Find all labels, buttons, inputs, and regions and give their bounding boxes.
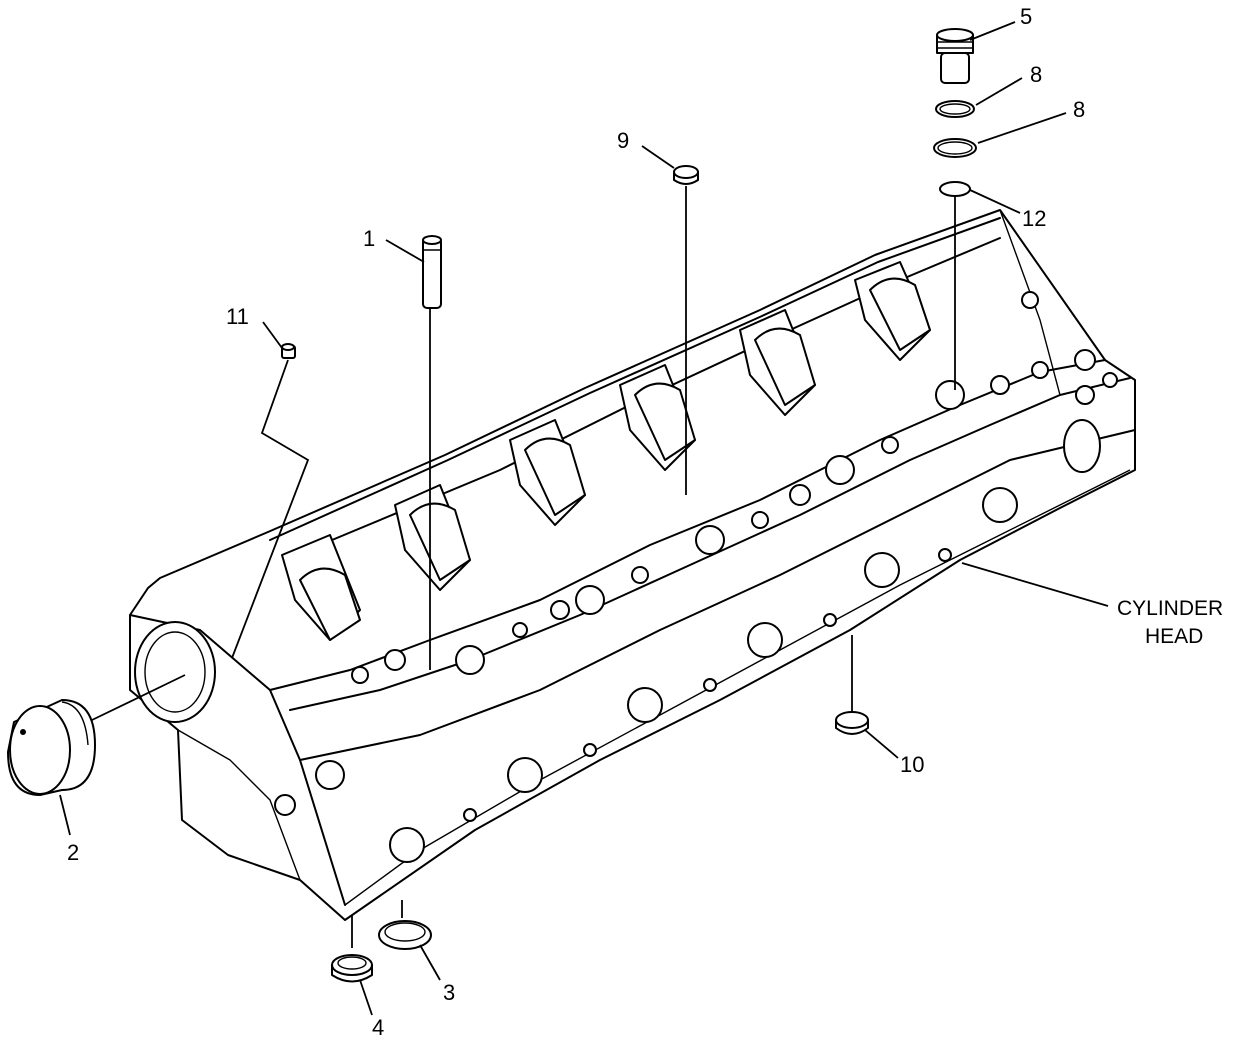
part-8-o-ring-lower [933, 138, 977, 158]
part-3-seal [378, 920, 432, 950]
part-11-fitting [281, 343, 296, 359]
part-4-plug [331, 954, 373, 983]
callout-9: 9 [617, 128, 629, 153]
part-10-plug [835, 711, 869, 735]
cylinder-head-label-line1: CYLINDER [1117, 597, 1223, 620]
callout-12: 12 [1022, 206, 1046, 231]
part-9-plug [673, 165, 699, 185]
part-12-o-ring [939, 181, 971, 197]
callout-10: 10 [900, 752, 924, 777]
part-8-o-ring-upper [935, 100, 975, 118]
part-5-sleeve [936, 28, 974, 84]
callout-pointers [59, 21, 1067, 1016]
callout-8-lower: 8 [1073, 97, 1085, 122]
cylinder-head-label-line2: HEAD [1145, 625, 1203, 648]
cylinder-head-body [129, 209, 1136, 921]
callout-5: 5 [1020, 4, 1032, 29]
callout-1: 1 [363, 226, 375, 251]
callout-11: 11 [226, 304, 249, 329]
callout-2: 2 [67, 840, 79, 865]
callout-4: 4 [372, 1015, 384, 1040]
part-1-tube [422, 235, 442, 309]
part-2-cup-plug [7, 699, 96, 796]
leader-lines [91, 186, 1109, 948]
callout-3: 3 [443, 980, 455, 1005]
callout-8-upper: 8 [1030, 62, 1042, 87]
